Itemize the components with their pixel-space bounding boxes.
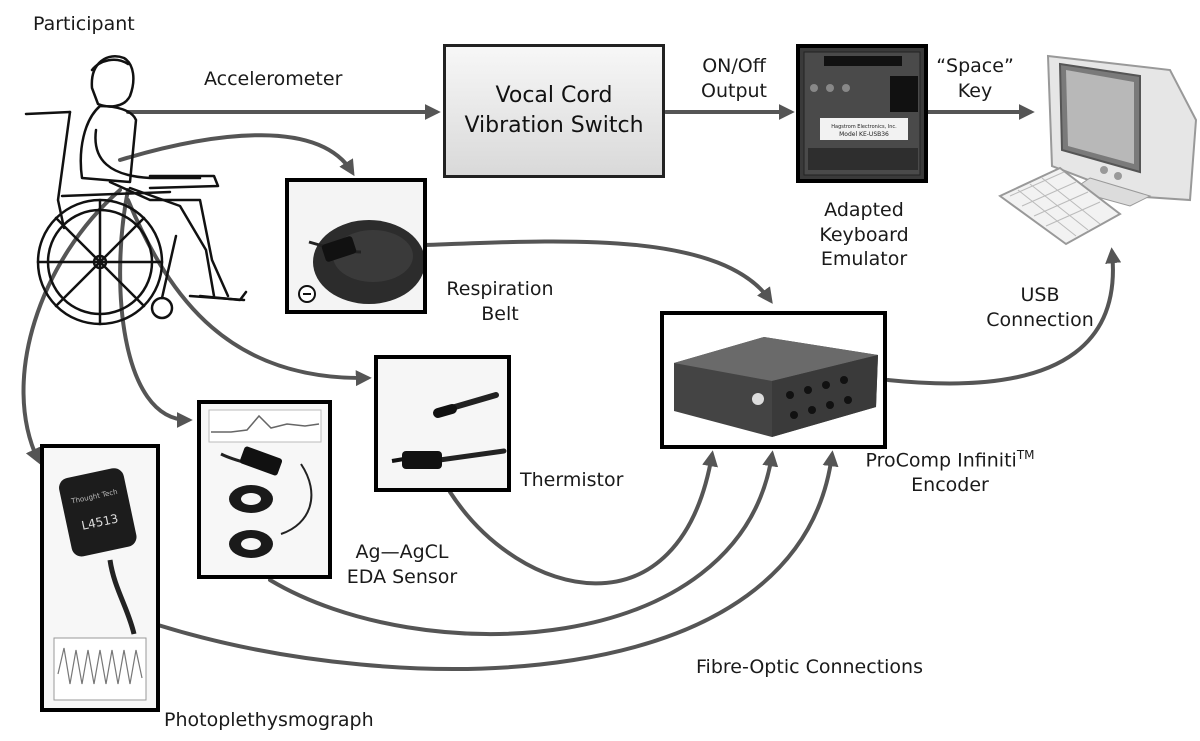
arrow-to-ppg [21, 188, 122, 465]
encoder-name: ProComp Infiniti [865, 449, 1017, 472]
emulator-maker: Hagstrom Electronics, Inc. [831, 124, 897, 130]
emulator-line1: Adapted [824, 199, 904, 221]
respiration-line1: Respiration [446, 278, 554, 300]
participant-label: Participant [33, 13, 135, 35]
ppg-sensor-image: L4513 Thought Tech [44, 448, 156, 708]
usb-line2: Connection [986, 308, 1094, 331]
usb-line1: USB [1020, 284, 1060, 306]
vcs-line2: Vibration Switch [464, 113, 644, 138]
encoder-photo [660, 311, 887, 449]
vocal-cord-vibration-switch: Vocal Cord Vibration Switch [443, 44, 665, 178]
arrow-usb-connection [886, 247, 1122, 386]
respiration-belt-photo [285, 178, 427, 314]
space-key-label: “Space” Key [935, 54, 1015, 103]
arrow-ppg-to-encoder [156, 450, 839, 671]
on-off-line2: Output [701, 79, 767, 102]
eda-sensor-photo [197, 400, 332, 579]
emulator-line2: Keyboard [819, 223, 909, 246]
adapted-keyboard-emulator-label: Adapted Keyboard Emulator [806, 198, 922, 272]
eda-line2: EDA Sensor [346, 565, 458, 588]
thermistor-image [378, 359, 507, 488]
respiration-line2: Belt [481, 302, 519, 325]
arrow-eda-to-encoder [268, 450, 779, 637]
thermistor-label: Thermistor [520, 469, 624, 491]
on-off-output-label: ON/Off Output [688, 54, 780, 103]
thermistor-photo [374, 355, 511, 492]
arrow-to-eda [118, 188, 193, 428]
emulator-model: Model KE-USB36 [839, 131, 889, 138]
arrow-to-respiration-belt [118, 133, 355, 177]
eda-sensor-image [201, 404, 328, 575]
encoder-label: ProComp InfinitiTM Encoder [850, 448, 1050, 498]
encoder-line2: Encoder [911, 474, 989, 497]
encoder-image [664, 315, 883, 445]
usb-connection-label: USB Connection [978, 283, 1102, 332]
eda-line1: Ag—AgCL [355, 541, 449, 563]
photoplethysmograph-label: Photoplethysmograph [164, 709, 374, 731]
encoder-line1: ProComp InfinitiTM [850, 448, 1050, 473]
keyboard-emulator-photo: Hagstrom Electronics, Inc. Model KE-USB3… [796, 44, 928, 183]
space-key-line2: Key [957, 79, 993, 102]
emulator-line3: Emulator [820, 248, 908, 271]
respiration-belt-label: Respiration Belt [440, 277, 560, 326]
keyboard-icon [998, 166, 1122, 246]
arrow-belt-to-encoder [423, 239, 773, 304]
keyboard-emulator-image: Hagstrom Electronics, Inc. Model KE-USB3… [800, 48, 924, 179]
accelerometer-label: Accelerometer [204, 68, 343, 90]
ppg-sensor-photo: L4513 Thought Tech [40, 444, 160, 712]
monitor-icon [1046, 54, 1198, 207]
eda-sensor-label: Ag—AgCL EDA Sensor [340, 540, 464, 589]
respiration-belt-image [289, 182, 423, 310]
fibre-optic-label: Fibre-Optic Connections [696, 656, 923, 678]
space-key-line1: “Space” [936, 55, 1014, 77]
arrow-thermistor-to-encoder [448, 450, 718, 586]
vcs-line1: Vocal Cord [495, 83, 613, 109]
encoder-tm: TM [1016, 448, 1035, 462]
on-off-line1: ON/Off [702, 55, 766, 77]
